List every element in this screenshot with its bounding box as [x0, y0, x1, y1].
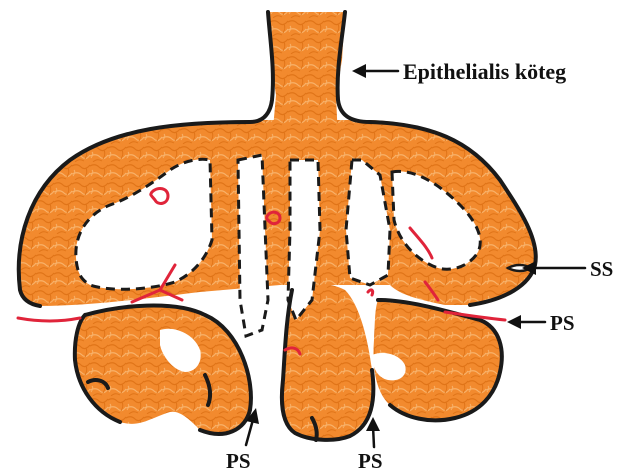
vessel-center-tiny [368, 290, 373, 295]
label-ss: SS [590, 257, 613, 281]
arrow-ps-bottom-right [366, 417, 380, 447]
arrow-ps-right [507, 315, 545, 329]
label-ps-right: PS [550, 311, 575, 335]
label-ps-bottom-left: PS [226, 449, 251, 473]
label-epithelial-cord: Epithelialis köteg [403, 59, 566, 84]
arrow-epithelial-cord [352, 64, 398, 78]
label-ps-bottom-right: PS [358, 449, 383, 473]
bottom-left-lobe [75, 306, 251, 434]
vessel-left-border [18, 318, 80, 321]
